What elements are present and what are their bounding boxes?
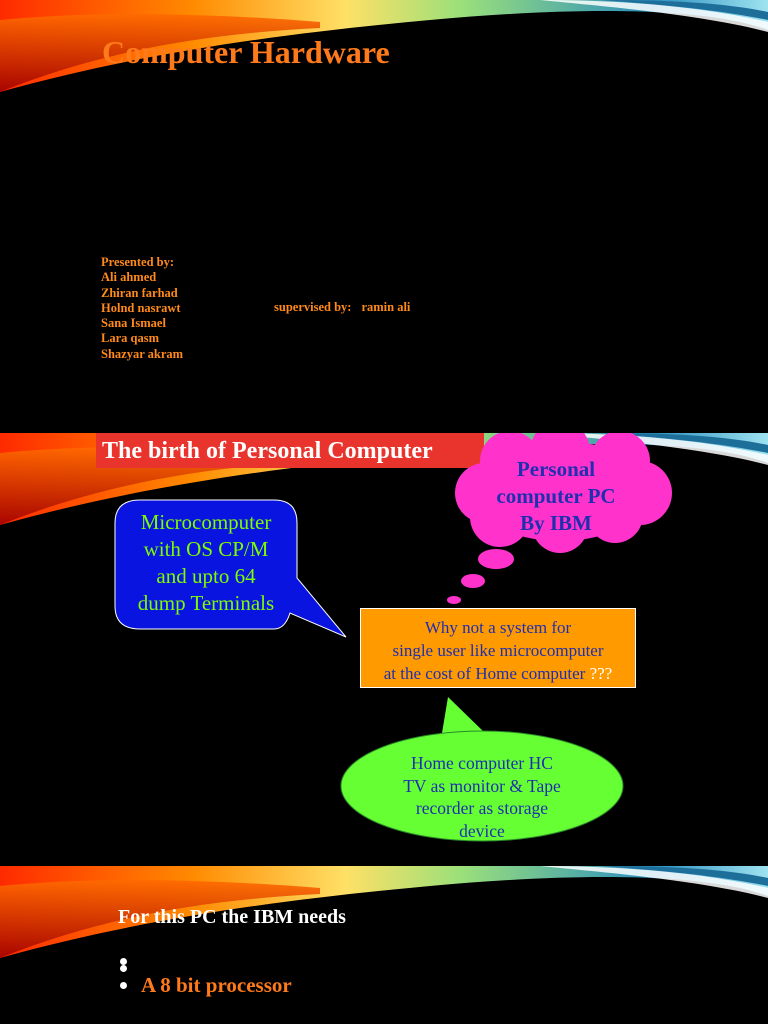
speech-bubble: [114, 499, 347, 638]
presenter-name: Sana Ismael: [101, 316, 166, 331]
bullet-item: [118, 958, 292, 965]
oval-line: Home computer HC: [411, 753, 553, 773]
bullet-text: A 8 bit processor: [141, 973, 292, 997]
cloud-line: computer PC: [496, 484, 616, 508]
oval-line: recorder as storage: [415, 798, 549, 818]
speech-line: with OS CP/M: [143, 537, 269, 561]
question-box: Why not a system for single user like mi…: [360, 608, 636, 688]
bullet-item: [118, 965, 292, 972]
oval-text: Home computer HC TV as monitor & Tape re…: [378, 752, 586, 842]
slide-title-heading: Computer Hardware: [102, 34, 390, 70]
bullet-dot: [120, 958, 127, 965]
thought-cloud-text: Personal computer PC By IBM: [476, 456, 636, 537]
bullet-list: A 8 bit processor: [118, 958, 292, 999]
oval-line: TV as monitor & Tape: [403, 775, 561, 796]
presenter-name: Shazyar akram: [101, 346, 184, 361]
swoosh-decoration: [0, 0, 768, 93]
question-marks: ???: [589, 664, 613, 683]
cloud-line: Personal: [516, 457, 596, 481]
slide-birth-of-pc: The birth of Personal Computer Microcomp…: [0, 433, 768, 865]
thought-cloud: [447, 433, 672, 604]
supervised-by-label: supervised by:: [274, 300, 352, 314]
speech-line: and upto 64: [156, 564, 256, 588]
slide-ibm-needs: For this PC the IBM needs A 8 bit proces…: [0, 866, 768, 1024]
title-banner: [96, 433, 484, 468]
slide-heading: For this PC the IBM needs: [118, 906, 346, 928]
question-line: at the cost of Home computer ???: [361, 662, 635, 685]
cloud-line: By IBM: [520, 511, 592, 535]
presenter-name: Holnd nasrawt: [101, 300, 181, 315]
question-line: single user like microcomputer: [392, 641, 604, 660]
slide-heading: The birth of Personal Computer: [102, 438, 433, 464]
speech-line: dump Terminals: [137, 591, 275, 615]
oval-line: device: [459, 820, 505, 841]
swoosh-decoration: [0, 866, 768, 958]
speech-line: Microcomputer: [140, 510, 272, 534]
callout-shapes: [114, 433, 672, 842]
presenter-name: Lara qasm: [101, 331, 159, 346]
supervisor-line: supervised by: ramin ali: [274, 300, 410, 315]
presenter-name: Zhiran farhad: [101, 285, 178, 300]
slide-title: Computer Hardware Presented by: Ali ahme…: [0, 0, 768, 432]
bullet-dot: [120, 965, 127, 972]
green-oval: [340, 730, 624, 842]
bullet-item: A 8 bit processor: [118, 972, 292, 999]
supervisor-name: ramin ali: [361, 300, 411, 314]
question-line: Why not a system for: [424, 618, 572, 637]
presenter-name: Ali ahmed: [101, 270, 157, 285]
presented-by-label: Presented by:: [101, 255, 175, 269]
presenters-list: Presented by: Ali ahmed Zhiran farhad Ho…: [101, 255, 183, 362]
question-line-text: at the cost of Home computer: [383, 664, 586, 683]
speech-bubble-text: Microcomputer with OS CP/M and upto 64 d…: [116, 509, 296, 617]
bullet-dot: [120, 982, 127, 989]
